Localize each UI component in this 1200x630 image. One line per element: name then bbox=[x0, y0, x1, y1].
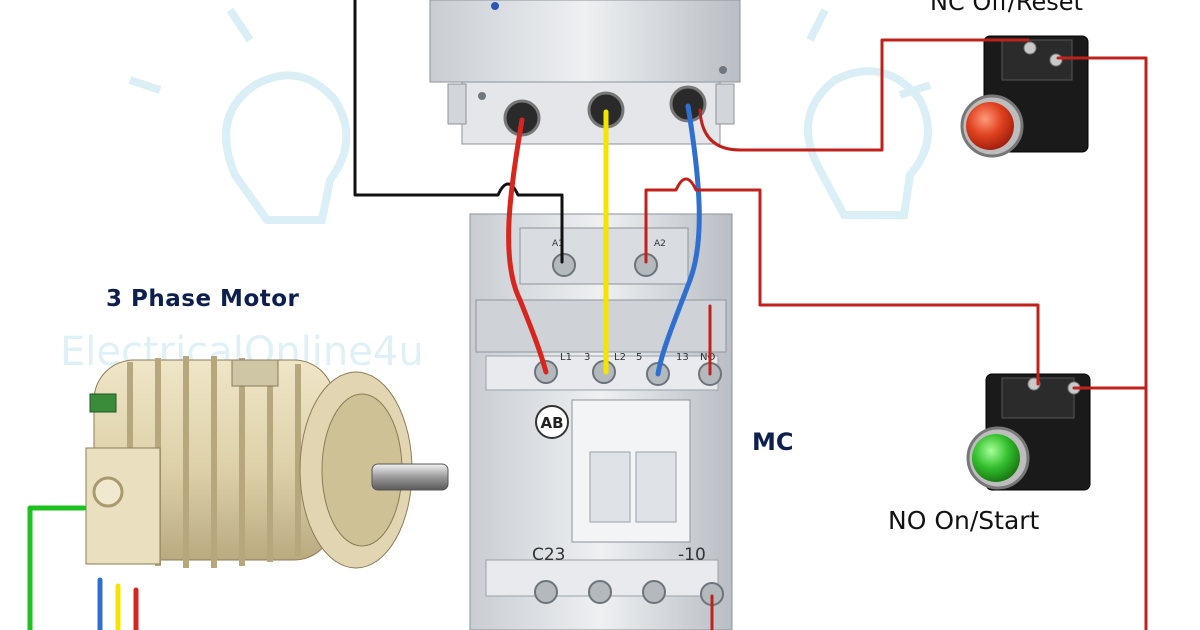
terminal-label: A1 bbox=[552, 239, 564, 249]
lightbulb-icon bbox=[128, 7, 932, 224]
brand-logo bbox=[535, 405, 569, 439]
terminal-label: L2 bbox=[614, 352, 626, 363]
wire-red-control bbox=[698, 38, 1030, 152]
nameplate bbox=[231, 359, 279, 387]
terminal-label: A2 bbox=[654, 239, 666, 249]
start-button[interactable] bbox=[966, 373, 1091, 491]
terminal-label: 13 bbox=[676, 352, 689, 363]
terminal-label: L1 bbox=[560, 352, 572, 363]
wire-red-control bbox=[644, 177, 1040, 386]
wire-red-phase bbox=[506, 117, 549, 375]
motor bbox=[85, 356, 449, 569]
wires bbox=[27, 0, 1148, 630]
stop-button-label: NC Off/Reset bbox=[930, 0, 1083, 16]
wire-black bbox=[353, 0, 564, 264]
model-suffix: -10 bbox=[678, 545, 706, 565]
motor-label: 3 Phase Motor bbox=[106, 286, 300, 312]
circuit-breaker bbox=[429, 0, 741, 145]
terminal-label: NO bbox=[700, 352, 715, 363]
start-button-label: NO On/Start bbox=[888, 506, 1040, 535]
terminal-label: 3 bbox=[584, 352, 590, 363]
brand-text: AB bbox=[540, 414, 563, 432]
wire-blue-phase bbox=[655, 103, 702, 377]
wire-red-control bbox=[1056, 56, 1148, 630]
wire-green-ground bbox=[27, 505, 87, 630]
model-text: C23 bbox=[532, 545, 566, 565]
terminal-label: 5 bbox=[636, 352, 642, 363]
stop-button[interactable] bbox=[960, 35, 1089, 158]
contactor-label: MC bbox=[752, 428, 794, 456]
